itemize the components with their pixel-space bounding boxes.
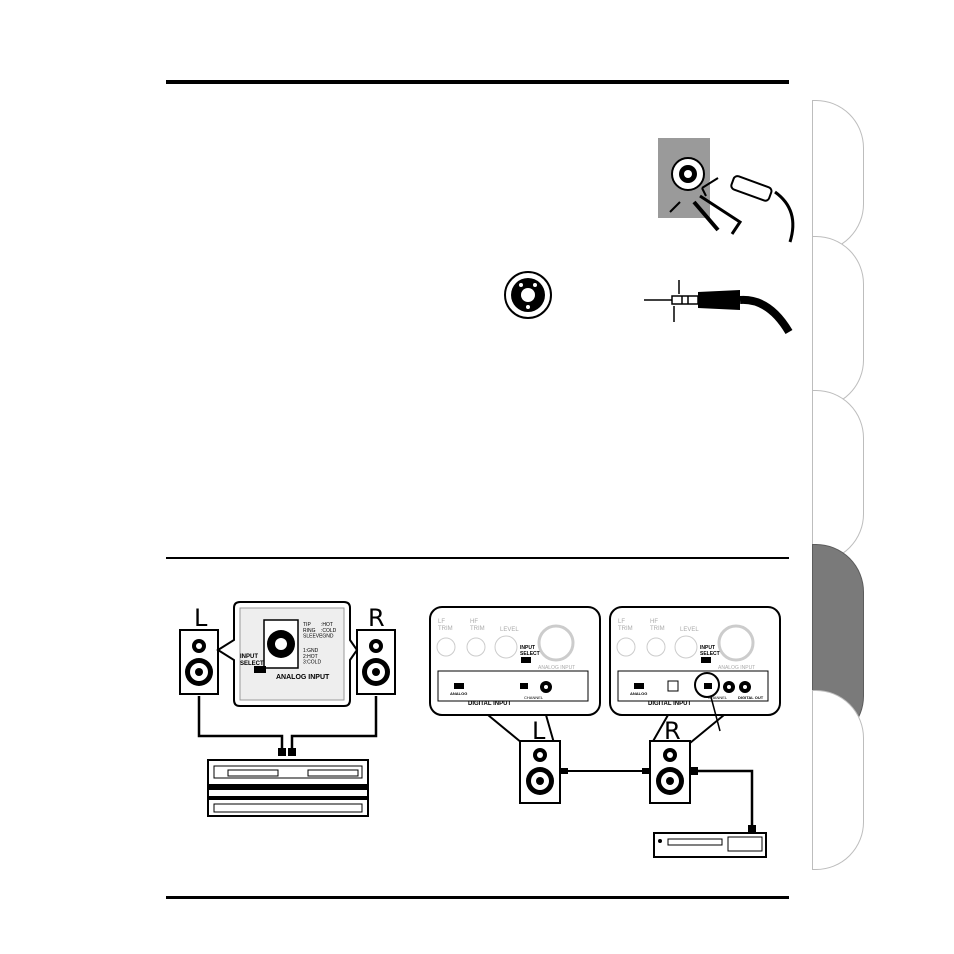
right-speaker-icon — [356, 629, 396, 695]
panel-left-channel: CHANNEL — [524, 695, 544, 700]
speaker-right-label-digital: R — [664, 717, 681, 745]
panel-left-analog-input: ANALOG INPUT — [538, 665, 575, 671]
panel-left-knob-level: LEVEL — [500, 627, 519, 633]
thumb-tab-5[interactable] — [812, 690, 864, 870]
panel-right-digital-out: DIGITAL OUT — [738, 695, 764, 700]
right-speaker-icon-digital — [649, 740, 691, 804]
panel-left-digital-input: DIGITAL INPUT — [468, 701, 511, 707]
panel-right-channel: CHANNEL — [708, 695, 728, 700]
channel-switch-highlight — [694, 672, 720, 698]
bottom-rule — [166, 896, 789, 899]
thumb-tab-1[interactable] — [812, 100, 864, 252]
panel-right-analog-input: ANALOG INPUT — [718, 665, 755, 671]
thumb-tab-2[interactable] — [812, 236, 864, 408]
combo-jack-insertion-illustration — [658, 138, 795, 243]
section-divider — [166, 557, 789, 559]
audio-player-device — [207, 759, 369, 817]
speaker-right-label: R — [368, 604, 385, 632]
left-speaker-icon — [179, 629, 219, 695]
panel-right-rate: ANALOG — [630, 691, 647, 696]
thumb-tab-3[interactable] — [812, 390, 864, 562]
left-speaker-icon-digital — [519, 740, 561, 804]
cd-player-device — [653, 832, 767, 858]
panel-right-digital-input: DIGITAL INPUT — [648, 701, 691, 707]
speaker-left-label-digital: L — [532, 717, 546, 745]
combo-jack-icon — [504, 271, 552, 319]
speaker-left-label: L — [194, 604, 208, 632]
panel-right-knob-level: LEVEL — [680, 627, 699, 633]
panel-left-rate: ANALOG — [450, 691, 467, 696]
top-rule — [166, 80, 789, 84]
analog-input-label: ANALOG INPUT — [276, 674, 330, 681]
jack-legend-right: :HOT:COLD:GND — [321, 622, 337, 640]
phone-plug-illustration — [644, 280, 793, 335]
